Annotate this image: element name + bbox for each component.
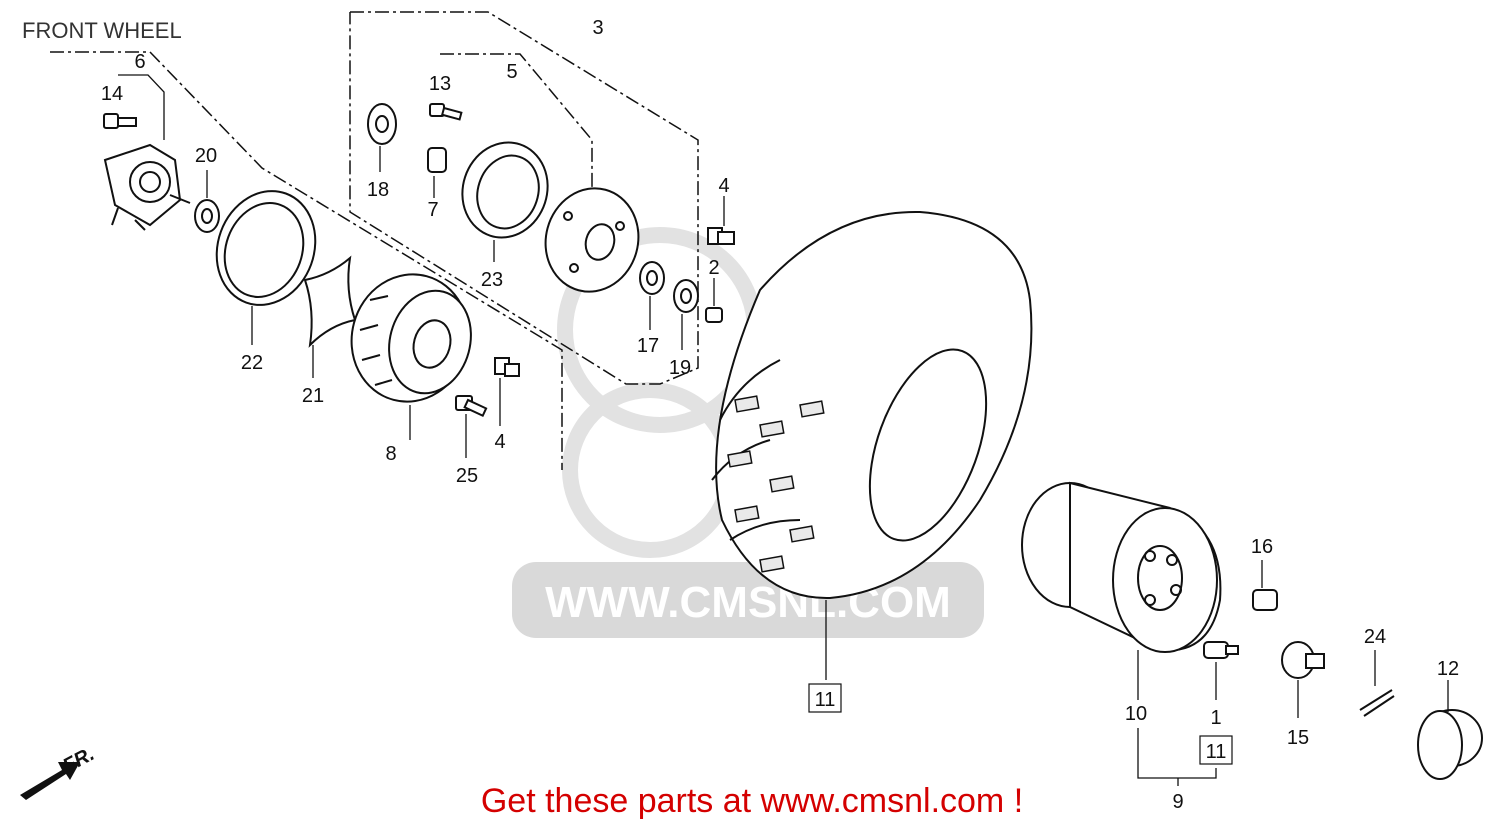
bearing-19	[673, 279, 699, 350]
hub-cover-bolt	[429, 103, 463, 121]
callout-4-lower: 4	[494, 431, 505, 453]
callout-8: 8	[385, 443, 396, 465]
callout-11-valve: 11	[1206, 741, 1227, 763]
assembly-brackets	[50, 11, 699, 470]
bearing-17	[639, 261, 665, 330]
diagram-title: FRONT WHEEL	[22, 18, 182, 43]
callout-21: 21	[302, 385, 324, 407]
castle-nut	[1281, 641, 1325, 718]
callout-14: 14	[101, 83, 123, 105]
watermark-text: WWW.CMSNL.COM	[545, 578, 951, 627]
cotter-pin	[1359, 650, 1395, 717]
drum-bolt	[455, 395, 488, 458]
axle-nut	[707, 196, 735, 245]
hub-cover	[544, 187, 640, 293]
wheel-rim	[1021, 481, 1222, 700]
tire-tread	[727, 395, 825, 573]
drum-seal-ring	[215, 190, 317, 345]
callout-11-tire: 11	[815, 689, 836, 711]
front-direction-arrow: FR.	[20, 743, 98, 800]
callout-17: 17	[637, 335, 659, 357]
callout-5: 5	[506, 61, 517, 83]
callout-18: 18	[367, 179, 389, 201]
hub-bearing-upper	[367, 103, 397, 172]
bracket-14	[118, 74, 165, 140]
tire-valve	[1203, 641, 1239, 700]
axle-collar	[705, 278, 723, 323]
callout-6: 6	[134, 51, 145, 73]
callout-10: 10	[1125, 703, 1147, 725]
bracket-9	[1137, 728, 1217, 779]
hub-cap	[1417, 680, 1483, 780]
tire	[711, 210, 1033, 680]
bracket-6	[50, 51, 563, 470]
tire-callout-box	[808, 683, 842, 713]
callout-15: 15	[1287, 727, 1309, 749]
drum-nut	[494, 357, 520, 426]
callout-19: 19	[669, 357, 691, 379]
wheel-nut	[1252, 560, 1278, 611]
callout-3: 3	[592, 17, 603, 39]
callout-7: 7	[427, 199, 438, 221]
callout-25: 25	[456, 465, 478, 487]
brake-drum	[350, 273, 472, 440]
front-hub	[103, 143, 191, 231]
hub-bolt	[103, 113, 137, 129]
callout-12: 12	[1437, 658, 1459, 680]
promo-link[interactable]: Get these parts at www.cmsnl.com !	[481, 782, 1023, 820]
callout-20: 20	[195, 145, 217, 167]
bracket-3	[349, 11, 699, 385]
dust-seal	[461, 141, 549, 262]
bracket-5	[440, 53, 593, 190]
o-ring	[303, 255, 357, 378]
callout-16: 16	[1251, 536, 1273, 558]
callout-9: 9	[1172, 791, 1183, 813]
callout-labels: 3 5 6 13 14 20 4 18 7 2 23 17 22 19 21 4…	[101, 17, 1459, 813]
callout-13: 13	[429, 73, 451, 95]
callout-23: 23	[481, 269, 503, 291]
hub-bearing	[194, 170, 220, 233]
callout-4-upper: 4	[718, 175, 729, 197]
valve-callout-box	[1199, 735, 1233, 765]
callout-1: 1	[1210, 707, 1221, 729]
callout-2: 2	[708, 257, 719, 279]
callout-24: 24	[1364, 626, 1386, 648]
distance-collar	[427, 147, 447, 198]
callout-22: 22	[241, 352, 263, 374]
